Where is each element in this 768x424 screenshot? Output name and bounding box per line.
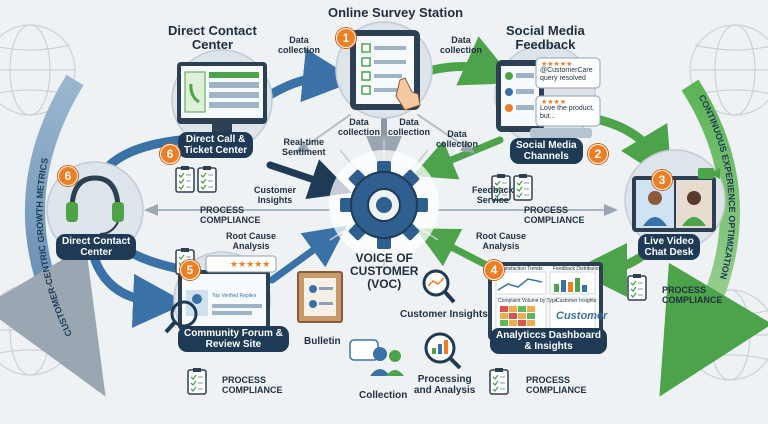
badge-5: 5 — [180, 260, 200, 280]
label-bulletin: Bulletin — [304, 336, 341, 347]
insights-magnifier-icon — [422, 269, 456, 304]
direct-call-node — [171, 49, 273, 151]
arrow-social-to-voc — [412, 136, 504, 180]
arrow-call-to-voc — [266, 159, 352, 200]
social-media-node: ★★★★★ ★★★★ — [494, 44, 601, 146]
badge-2: 2 — [588, 144, 608, 164]
arrow-analytics-to-voc — [415, 228, 496, 272]
left-growth-arc — [0, 74, 106, 397]
badge-4: 4 — [484, 260, 504, 280]
social-post-1: @CustomerCare query resolved — [540, 67, 593, 82]
analytics-caption: Analyticcs Dashboard& Insights — [490, 328, 608, 354]
panel-complaints: Complaint Volume by Type — [498, 298, 558, 304]
label-collection: Collection — [359, 390, 408, 401]
arrow-survey-diag-right — [417, 114, 475, 154]
svg-text:★★★★★: ★★★★★ — [541, 60, 572, 68]
survey-title: Online Survey Station — [328, 5, 464, 20]
clipboard-icon — [491, 174, 511, 201]
wordcloud: Customer — [556, 310, 608, 322]
panel-insights: Customer Insights — [556, 298, 597, 304]
survey-tablet-node — [335, 21, 433, 119]
panel-satisfaction: Satisfaction Trends — [500, 266, 543, 272]
gear-icon — [340, 161, 428, 249]
direct-call-caption: Direct Call &Ticket Center — [178, 132, 254, 158]
community-card-label: Top Verified Replies — [212, 293, 257, 299]
bulletin-board-icon — [297, 271, 343, 323]
collection-people-icon — [349, 339, 404, 376]
community-caption: Community Forum &Review Site — [178, 326, 289, 352]
clipboard-icon — [513, 174, 533, 201]
arrow-community-to-voc — [268, 225, 348, 284]
clipboard-icon — [197, 166, 217, 193]
clipboard-icon — [187, 368, 207, 395]
analytics-dashboard-node — [488, 262, 603, 340]
badge-6-call: 6 — [160, 144, 180, 164]
label-customer-insights-bottom: Customer Insights — [400, 309, 488, 320]
svg-text:★★★★★: ★★★★★ — [230, 259, 270, 269]
svg-text:★★★★: ★★★★ — [541, 98, 566, 106]
arrow-left-to-community — [90, 255, 187, 328]
clipboard-icon — [175, 166, 195, 193]
processing-magnifier-icon — [424, 332, 462, 370]
clipboard-icon — [489, 368, 509, 395]
arrow-social-to-video — [595, 115, 672, 184]
live-video-node — [624, 149, 726, 251]
badge-6-left: 6 — [58, 166, 78, 186]
right-optimization-arc — [659, 79, 768, 397]
arrow-survey-to-social — [427, 36, 517, 86]
social-post-2: Love the product,but... — [540, 105, 595, 120]
panel-distribution: Feedback Distribution — [553, 266, 602, 272]
badge-1: 1 — [336, 28, 356, 48]
badge-3: 3 — [652, 170, 672, 190]
clipboard-icon — [627, 274, 647, 301]
arrow-survey-diag-left — [295, 114, 351, 154]
